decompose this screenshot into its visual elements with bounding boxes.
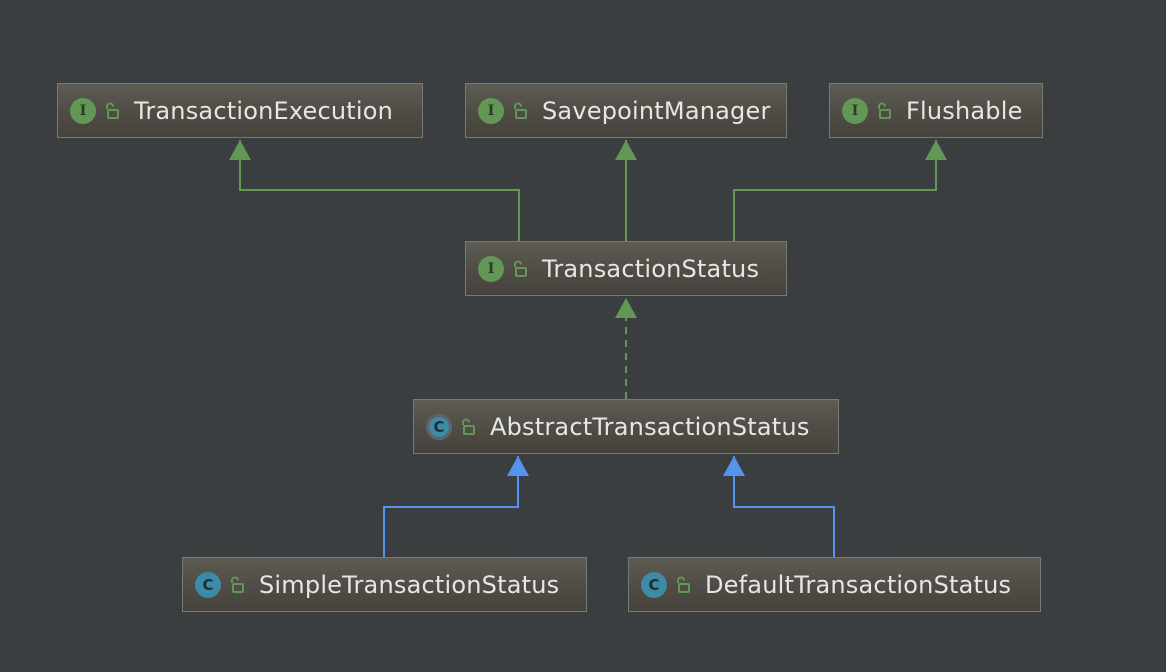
edge-extends-transaction-status-to-flushable bbox=[733, 140, 947, 241]
unlock-icon bbox=[878, 102, 891, 119]
node-savepoint-manager[interactable]: I SavepointManager bbox=[465, 83, 787, 138]
node-simple-transaction-status[interactable]: C SimpleTransactionStatus bbox=[182, 557, 587, 612]
node-default-transaction-status[interactable]: C DefaultTransactionStatus bbox=[628, 557, 1041, 612]
abstract-class-icon: C bbox=[426, 413, 452, 440]
unlock-icon bbox=[677, 576, 690, 593]
class-icon: C bbox=[641, 571, 667, 598]
node-label: AbstractTransactionStatus bbox=[490, 412, 810, 441]
node-label: TransactionExecution bbox=[134, 96, 394, 125]
unlock-icon bbox=[462, 418, 475, 435]
interface-icon: I bbox=[70, 97, 96, 124]
unlock-icon bbox=[514, 102, 527, 119]
unlock-icon bbox=[514, 260, 527, 277]
node-transaction-execution[interactable]: I TransactionExecution bbox=[57, 83, 423, 138]
node-label: DefaultTransactionStatus bbox=[705, 570, 1012, 599]
edge-extends-transaction-status-to-transaction-execution bbox=[229, 140, 520, 241]
edge-extends-default-transaction-status-to-abstract-transaction-status bbox=[723, 456, 835, 557]
interface-icon: I bbox=[478, 255, 504, 282]
node-transaction-status[interactable]: I TransactionStatus bbox=[465, 241, 787, 296]
node-label: SavepointManager bbox=[542, 96, 771, 125]
unlock-icon bbox=[106, 102, 119, 119]
node-label: SimpleTransactionStatus bbox=[259, 570, 560, 599]
node-label: Flushable bbox=[906, 96, 1023, 125]
class-icon: C bbox=[195, 571, 221, 598]
interface-icon: I bbox=[842, 97, 868, 124]
node-flushable[interactable]: I Flushable bbox=[829, 83, 1043, 138]
interface-icon: I bbox=[478, 97, 504, 124]
unlock-icon bbox=[231, 576, 244, 593]
edge-extends-simple-transaction-status-to-abstract-transaction-status bbox=[383, 456, 529, 557]
node-abstract-transaction-status[interactable]: C AbstractTransactionStatus bbox=[413, 399, 839, 454]
node-label: TransactionStatus bbox=[542, 254, 760, 283]
